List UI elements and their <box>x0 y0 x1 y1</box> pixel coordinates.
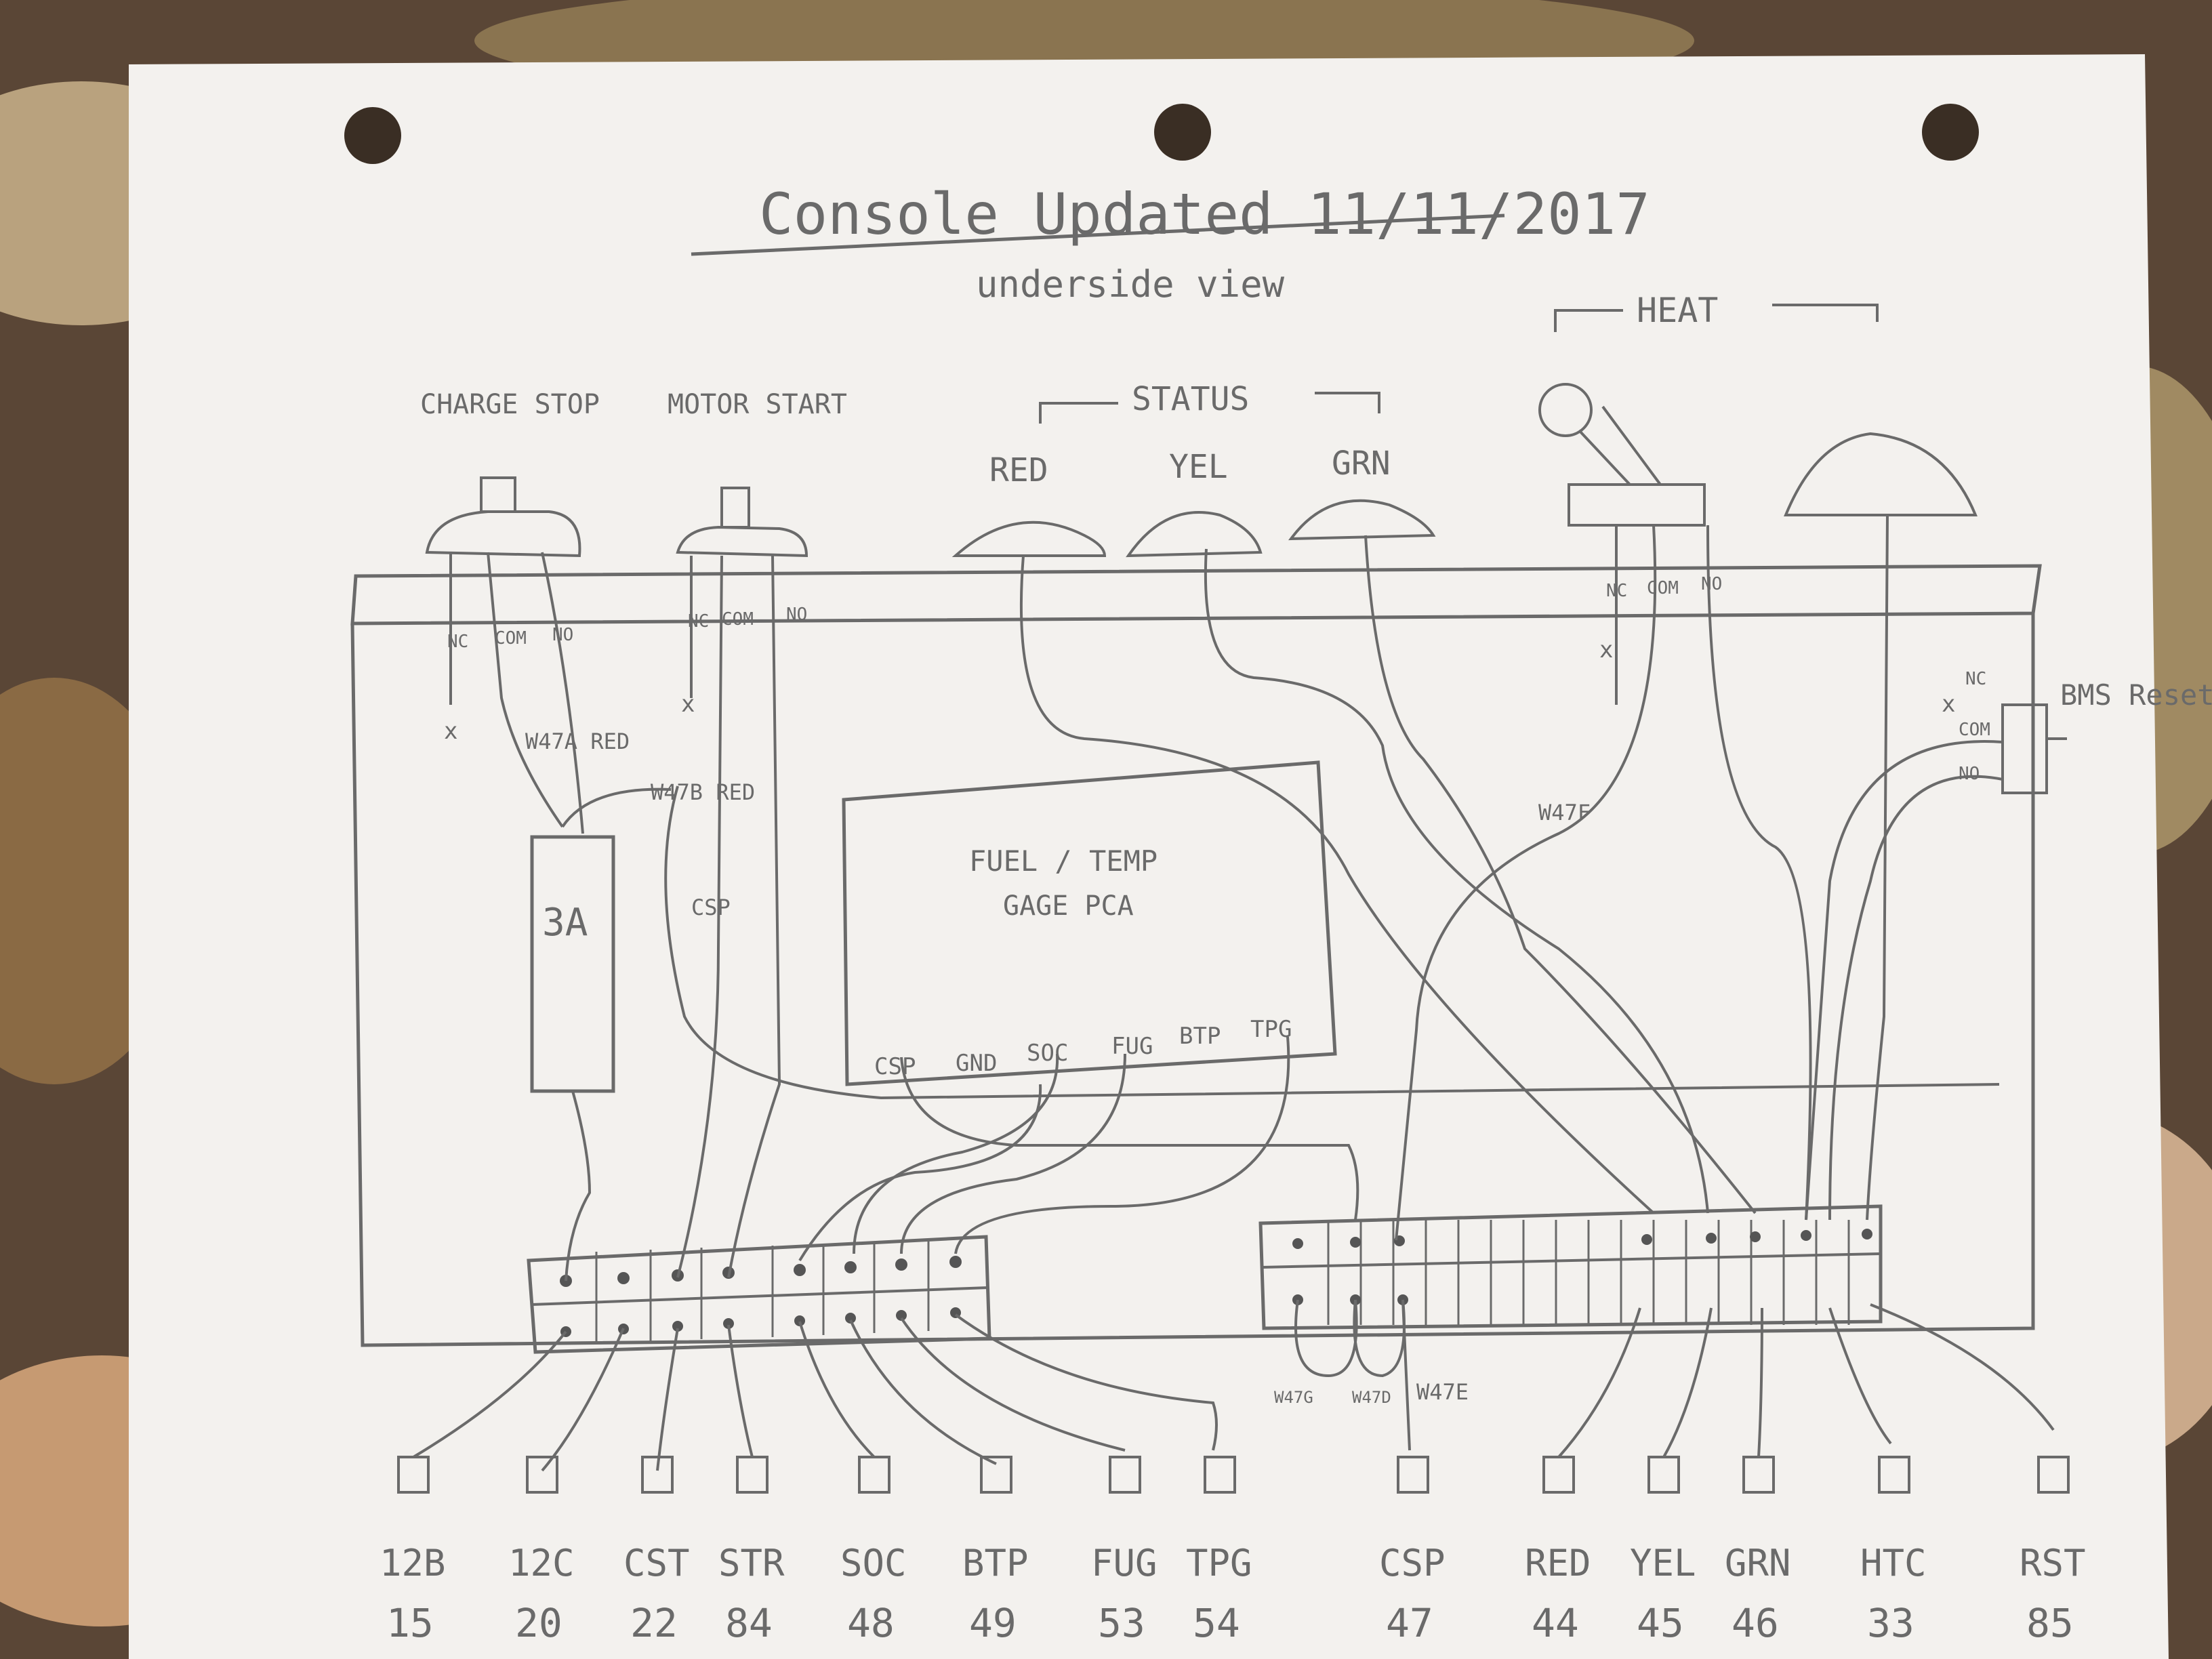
right-terminal-strip <box>1258 1204 1883 1330</box>
board-subtitle: GAGE PCA <box>1003 890 1134 922</box>
right-connector-pin-htc: 33 <box>1867 1600 1914 1646</box>
left-connector-pin-12c: 20 <box>515 1600 562 1646</box>
right-connector-htc: HTC 33 <box>1860 1456 1927 1646</box>
charge-stop-switch <box>425 476 581 558</box>
left-connector-label-btp: BTP <box>962 1542 1029 1584</box>
left-connector-pin-soc: 48 <box>847 1600 895 1646</box>
left-connector-pin-12b: 15 <box>386 1600 434 1646</box>
fuel-temp-gage-pca <box>842 760 1337 1086</box>
wire-w47a: W47A RED <box>525 729 630 754</box>
left-connector-label-cst: CST <box>623 1542 690 1584</box>
lamp-label-red: RED <box>989 451 1048 489</box>
heat-com: COM <box>1647 578 1679 598</box>
board-pin-csp: CSP <box>874 1053 916 1080</box>
left-connector-label-12c: 12C <box>508 1542 575 1584</box>
left-connector-fug: FUG 53 <box>1091 1456 1158 1646</box>
heat-toggle-switch <box>1538 383 1706 527</box>
lamp-label-yel: YEL <box>1169 448 1228 486</box>
board-pin-tpg: TPG <box>1250 1016 1292 1043</box>
left-connector-soc: SOC 48 <box>840 1456 907 1646</box>
wire-csp-inline: CSP <box>691 895 731 920</box>
left-connector-btp: BTP 49 <box>962 1456 1029 1646</box>
right-connector-csp: CSP 47 <box>1379 1456 1446 1646</box>
left-connector-label-fug: FUG <box>1091 1542 1158 1584</box>
right-connector-label-rst: RST <box>2020 1542 2086 1584</box>
right-connector-pin-grn: 46 <box>1732 1600 1779 1646</box>
left-connector-label-tpg: TPG <box>1186 1542 1252 1584</box>
right-connector-grn: GRN 46 <box>1725 1456 1791 1646</box>
left-connector-label-12b: 12B <box>380 1542 446 1584</box>
bms-com: COM <box>1959 720 1990 740</box>
right-connector-label-grn: GRN <box>1725 1542 1791 1584</box>
left-connector-pin-str: 84 <box>725 1600 773 1646</box>
wire-w47g: W47G <box>1274 1388 1313 1407</box>
status-lamps <box>951 499 1436 558</box>
right-connector-yel: YEL 45 <box>1630 1456 1696 1646</box>
svg-text:x: x <box>681 691 695 718</box>
left-connector-cst: CST 22 <box>623 1456 690 1646</box>
right-connector-label-red: RED <box>1525 1542 1591 1584</box>
bms-nc: NC <box>1965 669 1986 689</box>
left-connector-pin-cst: 22 <box>630 1600 678 1646</box>
left-connector-label-str: STR <box>718 1542 785 1584</box>
heat-no: NO <box>1701 574 1722 594</box>
left-connector-pin-fug: 53 <box>1098 1600 1145 1646</box>
right-connector-pin-red: 44 <box>1532 1600 1579 1646</box>
wire-w47f: W47F <box>1538 800 1591 825</box>
status-label: STATUS <box>1132 380 1249 418</box>
motor-start-com: COM <box>722 609 754 630</box>
board-pin-labels: CSP GND SOC FUG BTP TPG <box>874 1016 1292 1080</box>
status-bracket <box>1039 392 1380 424</box>
right-connector-label-yel: YEL <box>1630 1542 1696 1584</box>
left-connector-str: STR 84 <box>718 1456 785 1646</box>
heat-label: HEAT <box>1637 291 1718 330</box>
charge-stop-com: COM <box>495 628 527 649</box>
board-pin-fug: FUG <box>1111 1033 1153 1060</box>
board-pin-gnd: GND <box>956 1050 997 1077</box>
wire-w47e: W47E <box>1416 1379 1469 1405</box>
board-title: FUEL / TEMP <box>969 844 1158 878</box>
right-connector-rst: RST 85 <box>2020 1456 2086 1646</box>
svg-text:x: x <box>444 718 457 745</box>
board-pin-btp: BTP <box>1179 1023 1221 1050</box>
right-connector-row: CSP 47 RED 44 YEL 45 GRN 46 HTC 33 RST 85 <box>1379 1456 2086 1646</box>
svg-text:x: x <box>1599 636 1613 663</box>
board-pin-soc: SOC <box>1027 1040 1068 1067</box>
right-connector-label-csp: CSP <box>1379 1542 1446 1584</box>
console-panel <box>350 564 2042 1347</box>
right-connector-pin-rst: 85 <box>2026 1600 2074 1646</box>
motor-start-no: NO <box>786 605 807 625</box>
heat-bracket <box>1554 304 1879 332</box>
lamp-label-grn: GRN <box>1332 445 1391 483</box>
wire-w47b: W47B RED <box>651 779 755 805</box>
motor-start-label: MOTOR START <box>668 389 847 420</box>
unused-terminal-marks: x x x x <box>444 636 1955 745</box>
svg-text:x: x <box>1942 691 1955 718</box>
bms-reset-label: BMS Reset <box>2060 678 2212 712</box>
title-underline <box>691 213 1505 256</box>
fuse-label: 3A <box>542 901 588 945</box>
bms-no: NO <box>1959 764 1980 784</box>
left-connector-tpg: TPG 54 <box>1186 1456 1252 1646</box>
wire-w47d: W47D <box>1352 1388 1391 1407</box>
right-connector-pin-csp: 47 <box>1386 1600 1433 1646</box>
right-connector-red: RED 44 <box>1525 1456 1591 1646</box>
left-connector-pin-btp: 49 <box>969 1600 1017 1646</box>
charge-stop-label: CHARGE STOP <box>420 389 600 420</box>
punch-holes <box>344 104 1979 164</box>
right-connector-pin-yel: 45 <box>1637 1600 1684 1646</box>
diagram-subtitle: underside view <box>976 263 1285 306</box>
diagram-title: Console Updated 11/11/2017 <box>759 181 1650 247</box>
left-connector-pin-tpg: 54 <box>1193 1600 1240 1646</box>
heat-lamp <box>1784 432 1978 516</box>
motor-start-switch <box>676 487 808 558</box>
bms-reset-switch <box>2001 703 2067 794</box>
right-connector-label-htc: HTC <box>1860 1542 1927 1584</box>
wiring <box>412 514 2055 1472</box>
left-connector-label-soc: SOC <box>840 1542 907 1584</box>
